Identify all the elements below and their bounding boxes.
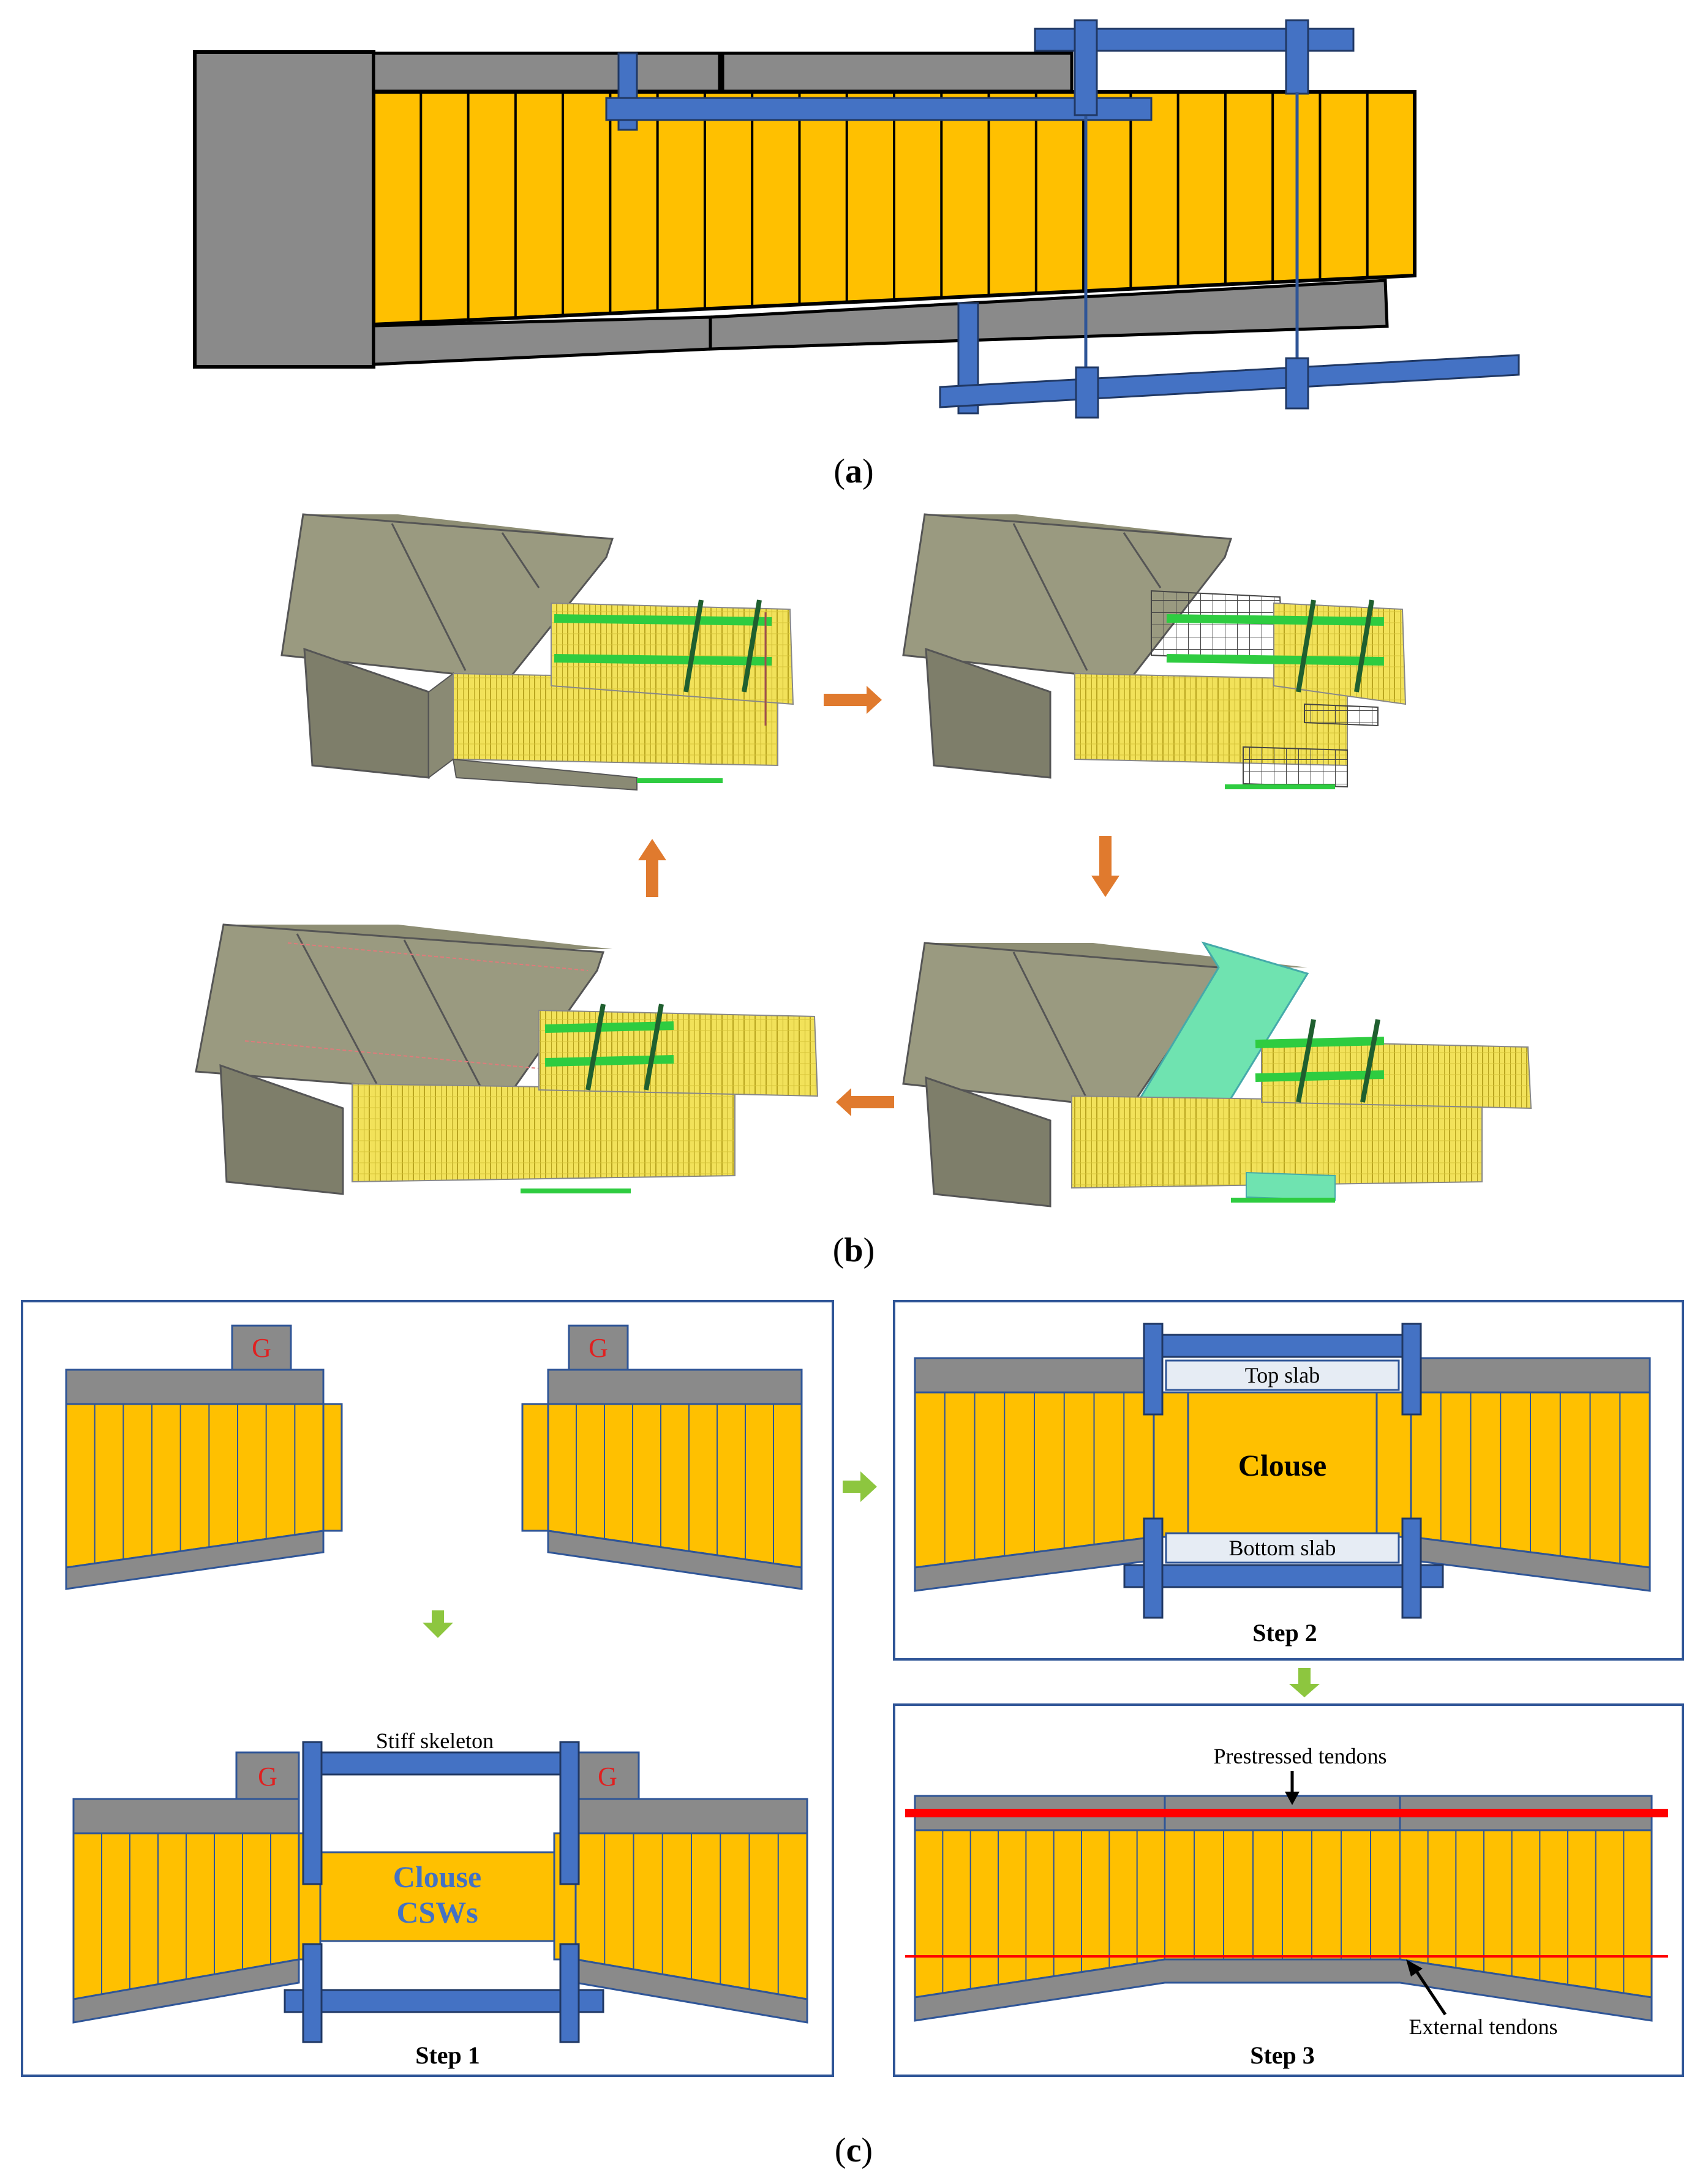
label-bottom-slab: Bottom slab (1228, 1536, 1336, 1560)
label-stiff-skeleton: Stiff skeleton (376, 1729, 494, 1753)
model-stage-4 (195, 923, 819, 1195)
model-stage-2 (902, 513, 1407, 789)
svg-text:G: G (258, 1762, 277, 1792)
closure-label: Clouse (1238, 1448, 1326, 1482)
web-panel-dividers (944, 1392, 1125, 1564)
step1-frame (21, 1300, 834, 2077)
web-panel-dividers (101, 1833, 271, 1994)
panel-a-diagram (193, 19, 1520, 419)
svg-text:G: G (598, 1762, 617, 1792)
arrow-pointer-icon (1406, 1959, 1423, 1977)
arrow-down-green-icon (423, 1610, 453, 1638)
arrow-right-icon (824, 686, 882, 714)
arrow-down-icon (1091, 836, 1119, 897)
closure-csws-label-line2: CSWs (396, 1895, 478, 1929)
caption-b: (b) (833, 1231, 875, 1269)
web-panel-dividers (94, 1404, 296, 1564)
step2-label: Step 2 (1252, 1619, 1317, 1647)
step3-tendons: Prestressed tendons External tendons Ste… (905, 1744, 1668, 2069)
arrow-pointer-icon (1285, 1792, 1300, 1805)
step1-cantilevers-before: G G (65, 1324, 803, 1590)
web-panel-dividers (1440, 1392, 1621, 1564)
label-external-tendons: External tendons (1409, 2015, 1558, 2039)
web-panel-dividers (604, 1833, 779, 1994)
label-prestressed-tendons: Prestressed tendons (1214, 1744, 1387, 1768)
web-panel-dividers (419, 92, 1369, 323)
arrow-down-green-icon (1289, 1668, 1320, 1697)
model-stage-3 (902, 941, 1532, 1207)
model-stage-1 (280, 513, 794, 791)
step1-closure: Stiff skeleton G G Clouse CSWs St (72, 1729, 808, 2069)
closure-csws-label-line1: Clouse (393, 1860, 481, 1894)
caption-a: (a) (833, 452, 873, 490)
step2-closure: Clouse Top slab Bottom slab Step 2 (914, 1323, 1651, 1647)
svg-text:G: G (252, 1333, 271, 1363)
web-panel-dividers (576, 1404, 774, 1564)
step3-frame (893, 1703, 1684, 2077)
step3-label: Step 3 (1250, 2041, 1315, 2069)
panel-b-diagram (195, 513, 1532, 1207)
panel-c-diagram: G G Stiff skeleton G G (21, 1300, 1684, 2077)
step2-frame (893, 1300, 1684, 1661)
arrow-left-icon (836, 1088, 894, 1116)
arrow-right-green-icon (843, 1471, 877, 1502)
step1-label: Step 1 (415, 2041, 480, 2069)
svg-text:G: G (589, 1333, 608, 1363)
label-top-slab: Top slab (1245, 1363, 1320, 1388)
caption-c: (c) (835, 2131, 873, 2169)
arrow-up-icon (638, 839, 666, 897)
